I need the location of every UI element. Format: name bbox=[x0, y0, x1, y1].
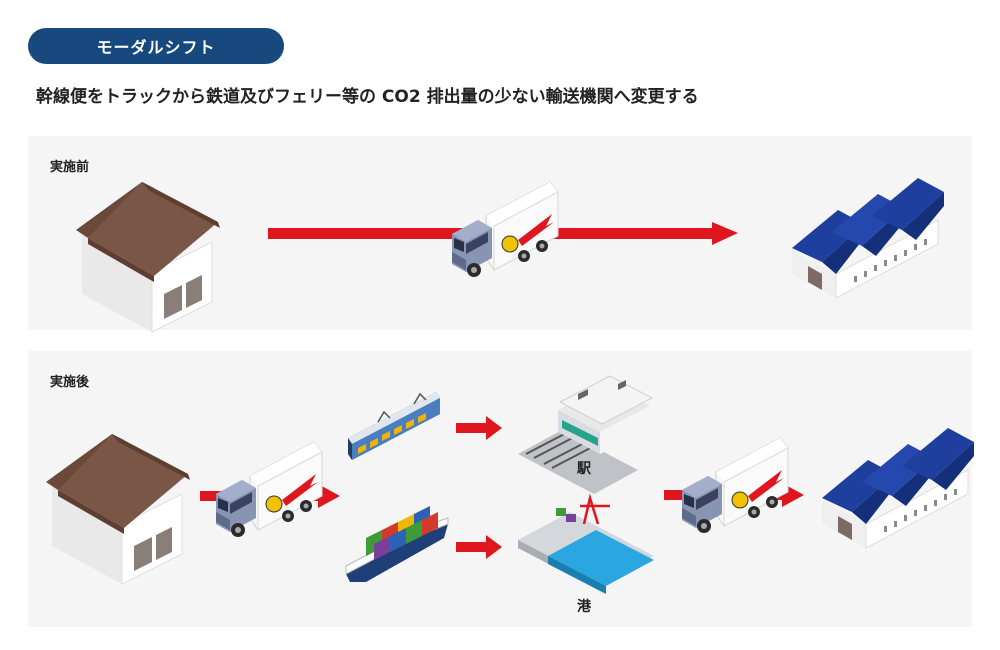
after-label: 実施後 bbox=[50, 375, 90, 390]
station-caption: 駅 bbox=[577, 461, 591, 477]
arrow-icon bbox=[456, 535, 502, 559]
arrow-icon bbox=[456, 416, 502, 440]
badge-label: モーダルシフト bbox=[96, 38, 216, 57]
after-panel: 実施後 bbox=[28, 351, 972, 627]
warehouse-icon bbox=[75, 181, 221, 333]
train-icon bbox=[348, 392, 440, 460]
port-icon bbox=[518, 493, 654, 594]
truck-icon bbox=[451, 181, 559, 278]
page-subtitle: 幹線便をトラックから鉄道及びフェリー等の CO2 排出量の少ない輸送機関へ変更す… bbox=[36, 87, 699, 107]
factory-icon bbox=[821, 427, 975, 549]
truck-icon bbox=[681, 437, 789, 534]
station-icon bbox=[518, 375, 654, 494]
truck-icon bbox=[215, 441, 323, 538]
port-caption: 港 bbox=[577, 599, 591, 615]
ship-icon bbox=[345, 506, 449, 582]
before-label: 実施前 bbox=[50, 160, 90, 175]
modal-shift-badge: モーダルシフト bbox=[28, 28, 284, 64]
warehouse-icon bbox=[45, 433, 191, 585]
factory-icon bbox=[791, 177, 945, 299]
